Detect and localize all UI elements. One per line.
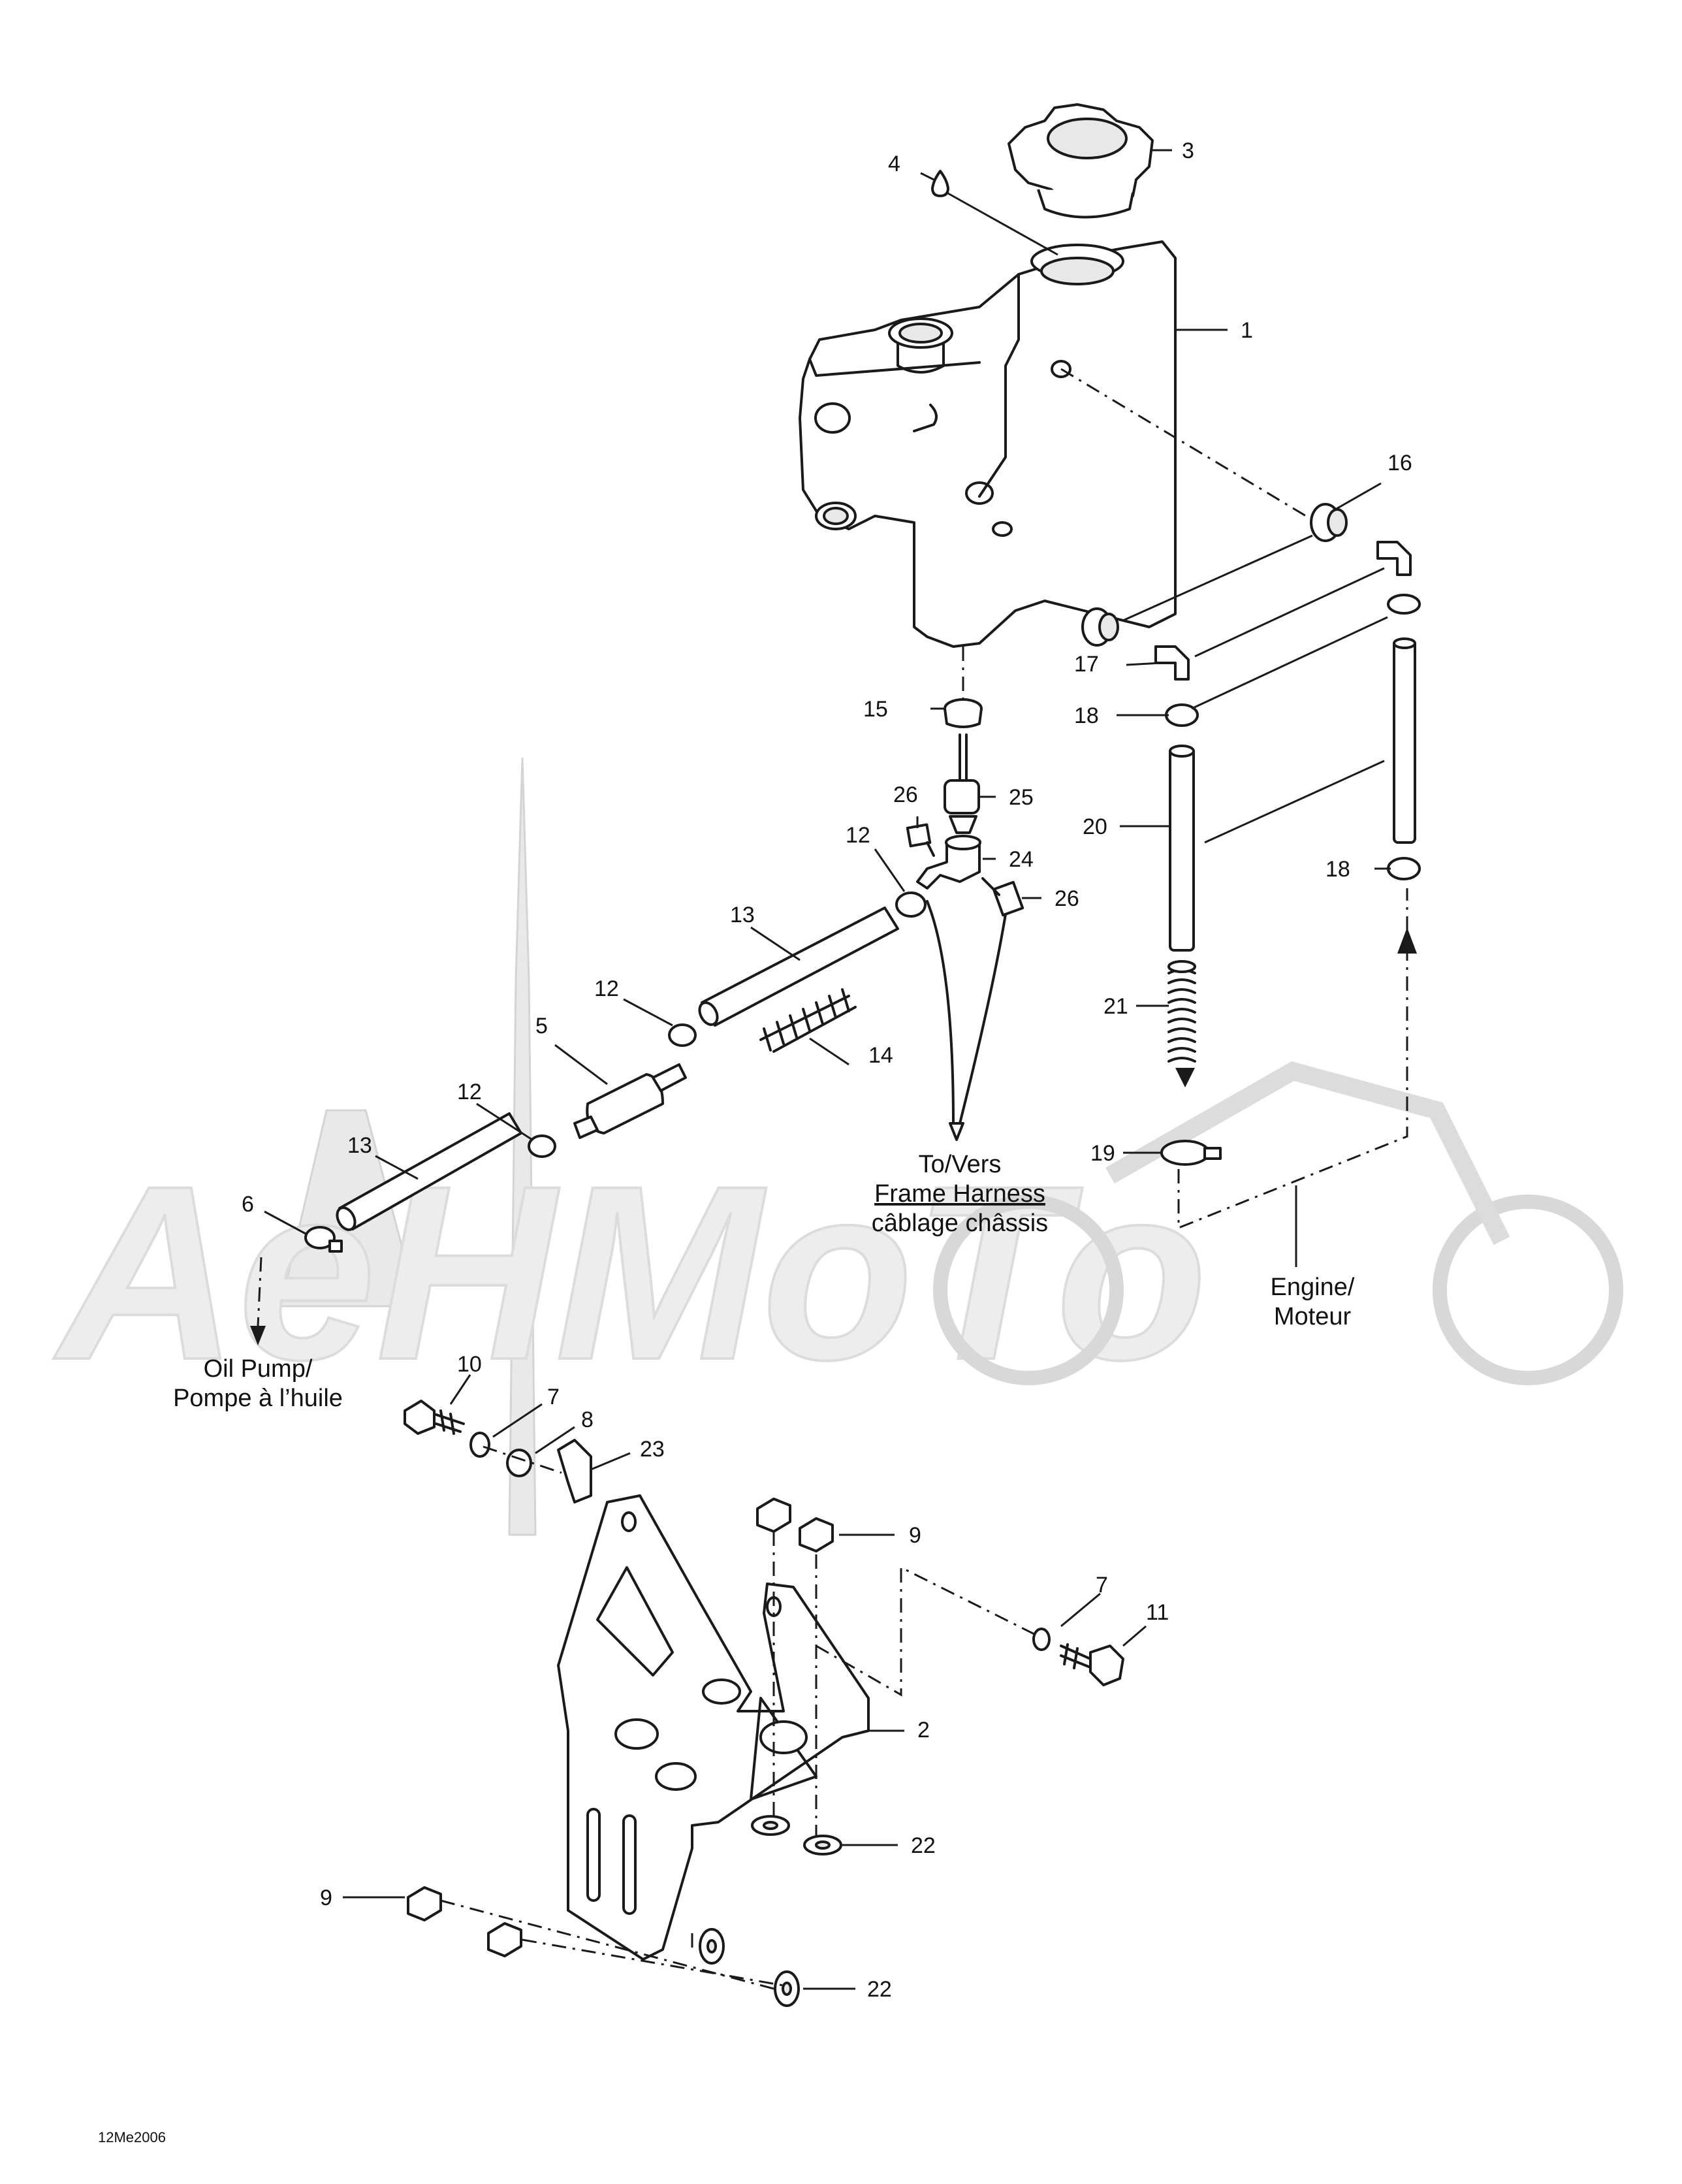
label-23: 23 (640, 1437, 665, 1462)
part-20-oil-hose (1169, 637, 1416, 952)
diagram-code: 12Me2006 (98, 2129, 166, 2145)
sensor-wires (926, 900, 1007, 1125)
part-21-spring (1167, 960, 1196, 1063)
label-26-upper: 26 (893, 782, 918, 807)
label-16: 16 (1388, 451, 1412, 475)
engine-arrow-icon (1397, 927, 1417, 954)
engine-callout-line1: Engine/ (1271, 1274, 1355, 1301)
label-5: 5 (535, 1014, 548, 1038)
part-5-oil-filter (573, 1063, 687, 1139)
part-13-oil-hose (336, 907, 899, 1231)
label-12-mid: 12 (594, 976, 619, 1001)
part-19-hose-clamp (1160, 1140, 1222, 1166)
hose-routing-lines (1122, 534, 1388, 844)
part-7-lock-washer (469, 1432, 490, 1458)
label-9-lower: 9 (320, 1886, 332, 1910)
callout-leaders (264, 149, 1391, 1990)
label-22-lower: 22 (867, 1977, 892, 2002)
label-13-upper: 13 (730, 903, 755, 927)
label-12-top: 12 (846, 823, 870, 848)
destination-callouts: To/Vers Frame Harness câblage châssis En… (173, 1151, 1355, 1412)
part-26-wire-connector (906, 823, 1024, 917)
label-2: 2 (917, 1718, 930, 1742)
label-11: 11 (1146, 1600, 1169, 1625)
assembly-center-lines (440, 368, 1408, 1990)
part-23-bracket-clip (557, 1439, 592, 1503)
frame-harness-callout-line3: câblage châssis (872, 1210, 1048, 1237)
label-22-upper: 22 (911, 1833, 936, 1858)
label-19: 19 (1090, 1141, 1115, 1166)
label-25: 25 (1009, 785, 1034, 810)
part-25-level-sensor (944, 733, 980, 834)
oil-pump-callout-line2: Pompe à l’huile (173, 1385, 343, 1412)
label-14: 14 (868, 1043, 893, 1068)
oil-pump-line (257, 1257, 262, 1326)
label-3: 3 (1182, 138, 1194, 163)
label-21: 21 (1103, 994, 1128, 1019)
part-3-tank-cap (1008, 103, 1154, 219)
label-7-right: 7 (1096, 1573, 1108, 1598)
watermark-spire-icon (508, 757, 537, 1536)
label-9-upper: 9 (909, 1523, 921, 1548)
part-2-mounting-bracket (557, 1494, 870, 1961)
watermark: AeHMoTo (50, 757, 1623, 1536)
part-8-flat-washer (506, 1449, 532, 1477)
label-7-left: 7 (547, 1385, 560, 1409)
part-7-lock-washer-right (1032, 1628, 1051, 1651)
frame-harness-callout-line1: To/Vers (919, 1151, 1002, 1178)
part-9-nut (407, 1498, 834, 1957)
engine-callout-line2: Moteur (1274, 1303, 1352, 1330)
part-1-oil-tank (799, 240, 1177, 648)
label-4: 4 (888, 152, 900, 176)
frame-harness-arrow-icon (949, 1122, 964, 1141)
hose-arrow-icon (1175, 1068, 1195, 1087)
oil-pump-arrow-icon (250, 1326, 266, 1345)
part-12-hose-clamp (528, 891, 927, 1158)
label-1: 1 (1241, 318, 1253, 343)
part-14-spring (759, 988, 857, 1053)
label-15: 15 (863, 697, 888, 722)
watermark-text: AeHMoTo (51, 1134, 1207, 1411)
label-20: 20 (1083, 814, 1107, 839)
part-11-bolt (1060, 1643, 1124, 1686)
part-24-tee-fitting (916, 835, 981, 890)
part-10-bolt (404, 1400, 465, 1435)
frame-harness-callout-line2: Frame Harness (874, 1180, 1045, 1208)
label-24: 24 (1009, 847, 1034, 872)
part-17-elbow-fitting (1154, 541, 1412, 681)
label-6: 6 (242, 1192, 254, 1217)
label-18-right: 18 (1325, 857, 1350, 882)
label-17: 17 (1074, 652, 1099, 677)
part-6-hose-clamp (304, 1226, 343, 1253)
part-number-labels: 1 2 3 4 5 6 7 7 8 9 9 10 11 12 12 12 13 … (242, 138, 1412, 2002)
label-13-lower: 13 (347, 1133, 372, 1158)
label-8: 8 (581, 1407, 594, 1432)
part-22-washer (699, 1815, 842, 2007)
watermark-motorcycle-icon (933, 1061, 1623, 1385)
part-15-grommet (944, 698, 983, 728)
label-26-lower: 26 (1055, 886, 1079, 911)
label-18-left: 18 (1074, 703, 1099, 728)
part-18-hose-clamp (1165, 594, 1421, 880)
label-10: 10 (457, 1352, 482, 1377)
oil-pump-callout-line1: Oil Pump/ (204, 1355, 313, 1383)
label-12-low: 12 (457, 1080, 482, 1104)
part-16-grommet (1081, 503, 1348, 647)
part-4-sealant-drop-icon (931, 170, 949, 197)
